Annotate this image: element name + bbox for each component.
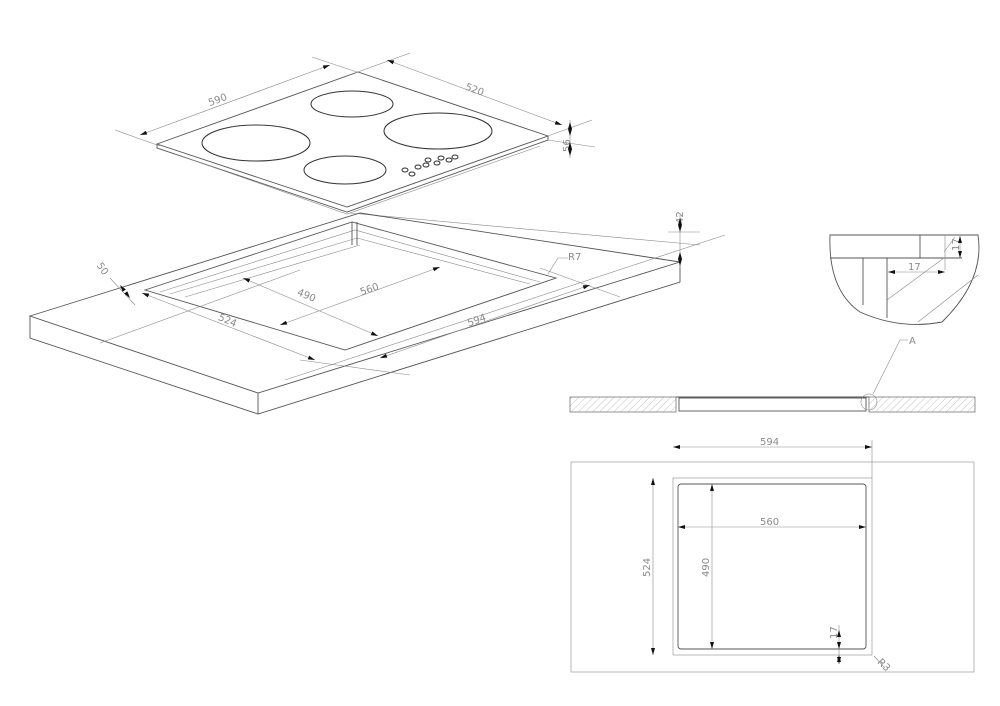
worktop-top	[28, 212, 681, 394]
dimension-arrowhead	[568, 142, 572, 149]
dimension-arrowhead	[678, 252, 682, 259]
dimension-arrowhead	[120, 285, 126, 292]
plan-offset-label: 17	[829, 626, 840, 639]
cutout-width-dim-line	[279, 266, 441, 326]
plan-inner-width-label: 560	[760, 517, 779, 528]
detail-a-leader	[872, 339, 908, 395]
hob-plate-edge	[156, 136, 549, 213]
dimension-arrowhead	[938, 270, 945, 274]
burner-right	[383, 112, 493, 150]
plan-depth-label: 524	[642, 558, 653, 577]
dimension-arrows	[120, 60, 962, 664]
hob-height-label: 56	[562, 139, 573, 152]
dimension-arrowhead	[710, 642, 714, 649]
detail-a-outline	[829, 234, 980, 325]
cutout-edge-offset-label: 50	[94, 261, 110, 278]
dimension-arrowhead	[678, 259, 682, 266]
section-callout-label: A	[909, 336, 916, 347]
dimension-arrowhead	[651, 648, 655, 655]
dimension-arrowhead	[888, 270, 895, 274]
section-hob	[678, 397, 867, 412]
dimension-arrowhead	[958, 251, 962, 258]
cutout-overall-width-label: 594	[466, 312, 488, 329]
detail-vertical-label: 17	[951, 238, 962, 251]
plan-width-label: 594	[760, 437, 779, 448]
hob-frame-edge	[169, 145, 541, 215]
section-worktop-right	[868, 396, 976, 413]
dimension-arrowhead	[958, 236, 962, 243]
cutout-radius-label: R7	[568, 252, 581, 263]
dimension-arrowhead	[837, 642, 841, 649]
detail-a-callout-circle	[860, 393, 878, 411]
section-worktop-left	[569, 396, 677, 413]
dimension-arrowhead	[651, 478, 655, 485]
plan-cutout	[677, 483, 867, 650]
dimension-arrowhead	[582, 285, 590, 290]
dimension-arrowhead	[124, 291, 130, 298]
dimension-arrowhead	[837, 630, 841, 637]
dimension-arrowhead	[678, 225, 682, 232]
cutout-opening	[143, 221, 558, 351]
hob-top-plate	[155, 71, 550, 208]
dimension-arrowhead	[307, 355, 315, 360]
dimension-arrowhead	[673, 445, 680, 449]
detail-a: 17 17	[829, 234, 980, 325]
dimension-arrowhead	[568, 122, 572, 129]
plan-worktop	[570, 461, 975, 673]
burner-front	[303, 155, 387, 185]
dimension-arrowhead	[865, 445, 872, 449]
plan-view: 594 560 524 490 17 R3	[570, 437, 975, 674]
worktop-isometric: 490 560 524 594 50 R7 42	[28, 211, 726, 415]
dimension-arrowhead	[387, 60, 395, 65]
hob-depth-dim-line	[386, 59, 563, 126]
dimension-arrowhead	[678, 525, 685, 529]
worktop-front-edge	[29, 262, 681, 415]
worktop-thickness-label: 42	[675, 211, 686, 224]
dimension-arrowhead	[280, 320, 288, 325]
dimension-arrowhead	[568, 129, 572, 136]
dimension-arrowhead	[140, 130, 148, 135]
cutout-depth-dim-line	[242, 277, 379, 337]
cutout-overall-depth-label: 524	[216, 312, 238, 330]
dimension-arrowhead	[678, 218, 682, 225]
plan-hob-outline	[672, 477, 873, 656]
burner-left	[201, 124, 311, 162]
dimension-arrowhead	[322, 65, 330, 70]
dimension-arrowhead	[380, 353, 388, 358]
burner-back	[310, 90, 394, 118]
touch-controls	[401, 154, 459, 177]
dimension-arrowhead	[554, 120, 562, 125]
cutout-overall-width-dim-line	[379, 284, 591, 359]
dimension-arrowhead	[432, 267, 440, 272]
dimension-arrowhead	[370, 331, 378, 336]
dimension-arrowhead	[837, 655, 841, 662]
cutout-depth-label: 490	[295, 287, 317, 305]
section-view: A	[569, 336, 976, 413]
plan-inner-depth-label: 490	[701, 558, 712, 577]
hob-depth-label: 520	[464, 82, 486, 99]
dimension-arrowhead	[568, 149, 572, 156]
radius-leader	[547, 257, 568, 275]
dimension-arrowhead	[243, 278, 251, 283]
dimension-arrowhead	[710, 484, 714, 491]
hob-width-dim-line	[139, 64, 331, 136]
dimension-arrowhead	[142, 293, 150, 298]
cutout-width-label: 560	[359, 282, 381, 299]
cutout-overall-depth-dim-line	[141, 292, 316, 361]
detail-horizontal-label: 17	[908, 262, 921, 273]
hob-isometric: 590 520 56	[114, 52, 701, 246]
dimension-arrowhead	[859, 525, 866, 529]
